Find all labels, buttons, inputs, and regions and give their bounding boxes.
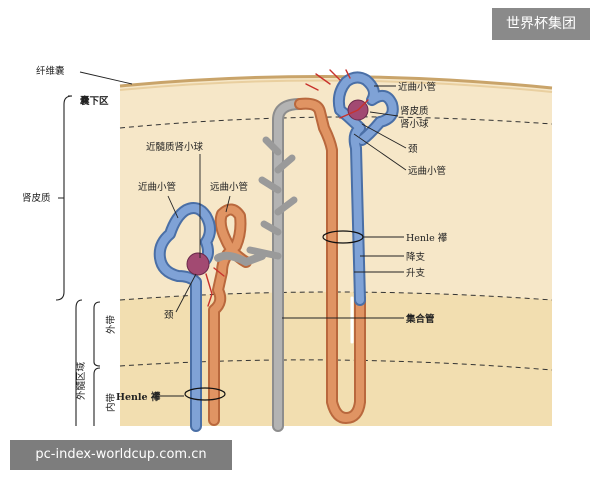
label-prox-right: 近曲小管 (398, 81, 436, 93)
inner-zone-bracket (93, 367, 101, 426)
outer-inner-boundary (119, 359, 553, 371)
label-inner-zone: 内带 (105, 392, 117, 412)
label-henle-left: Henle 襻 (116, 391, 161, 403)
label-dist-right: 远曲小管 (408, 165, 446, 177)
label-outer-medulla: 外髓区域 (75, 361, 87, 400)
label-cortical-corpuscle-1: 肾皮质 (400, 105, 429, 117)
subcapsular-boundary (119, 116, 553, 129)
outer-medulla-bracket (75, 299, 83, 426)
label-neck: 颈 (408, 144, 418, 155)
label-descending: 降支 (406, 251, 426, 263)
label-cortex: 肾皮质 (22, 192, 51, 204)
cortex-medulla-boundary (119, 291, 553, 301)
juxtamedullary-nephron (153, 202, 266, 432)
label-neck-left: 颈 (164, 310, 174, 321)
label-dist-left: 远曲小管 (210, 181, 248, 193)
henle-ring-left (184, 387, 226, 401)
label-outer-zone: 外带 (105, 314, 117, 334)
brand-watermark: 世界杯集团 (492, 8, 590, 40)
label-capsule: 纤维囊 (36, 65, 65, 77)
label-collecting: 集合管 (405, 313, 435, 325)
region-brackets (55, 95, 101, 426)
outer-zone-bracket (93, 301, 101, 367)
label-prox-left: 近曲小管 (138, 181, 176, 193)
site-watermark: pc-index-worldcup.com.cn (10, 440, 232, 470)
label-ascending: 升支 (406, 267, 426, 279)
juxtamedullary-glomerulus (186, 252, 210, 276)
labels: 纤维囊 囊下区 肾皮质 近髓质肾小球 近曲小管 远曲小管 近曲小管 肾皮质 肾小… (22, 65, 448, 412)
label-jm-corpuscle: 近髓质肾小球 (146, 141, 204, 153)
cortex-bracket (55, 95, 73, 301)
label-henle-right: Henle 襻 (406, 232, 448, 244)
leader-lines (79, 71, 407, 397)
label-subcapsular: 囊下区 (79, 95, 109, 107)
cortical-nephron (294, 69, 399, 424)
label-cortical-corpuscle-2: 肾小球 (400, 118, 429, 130)
